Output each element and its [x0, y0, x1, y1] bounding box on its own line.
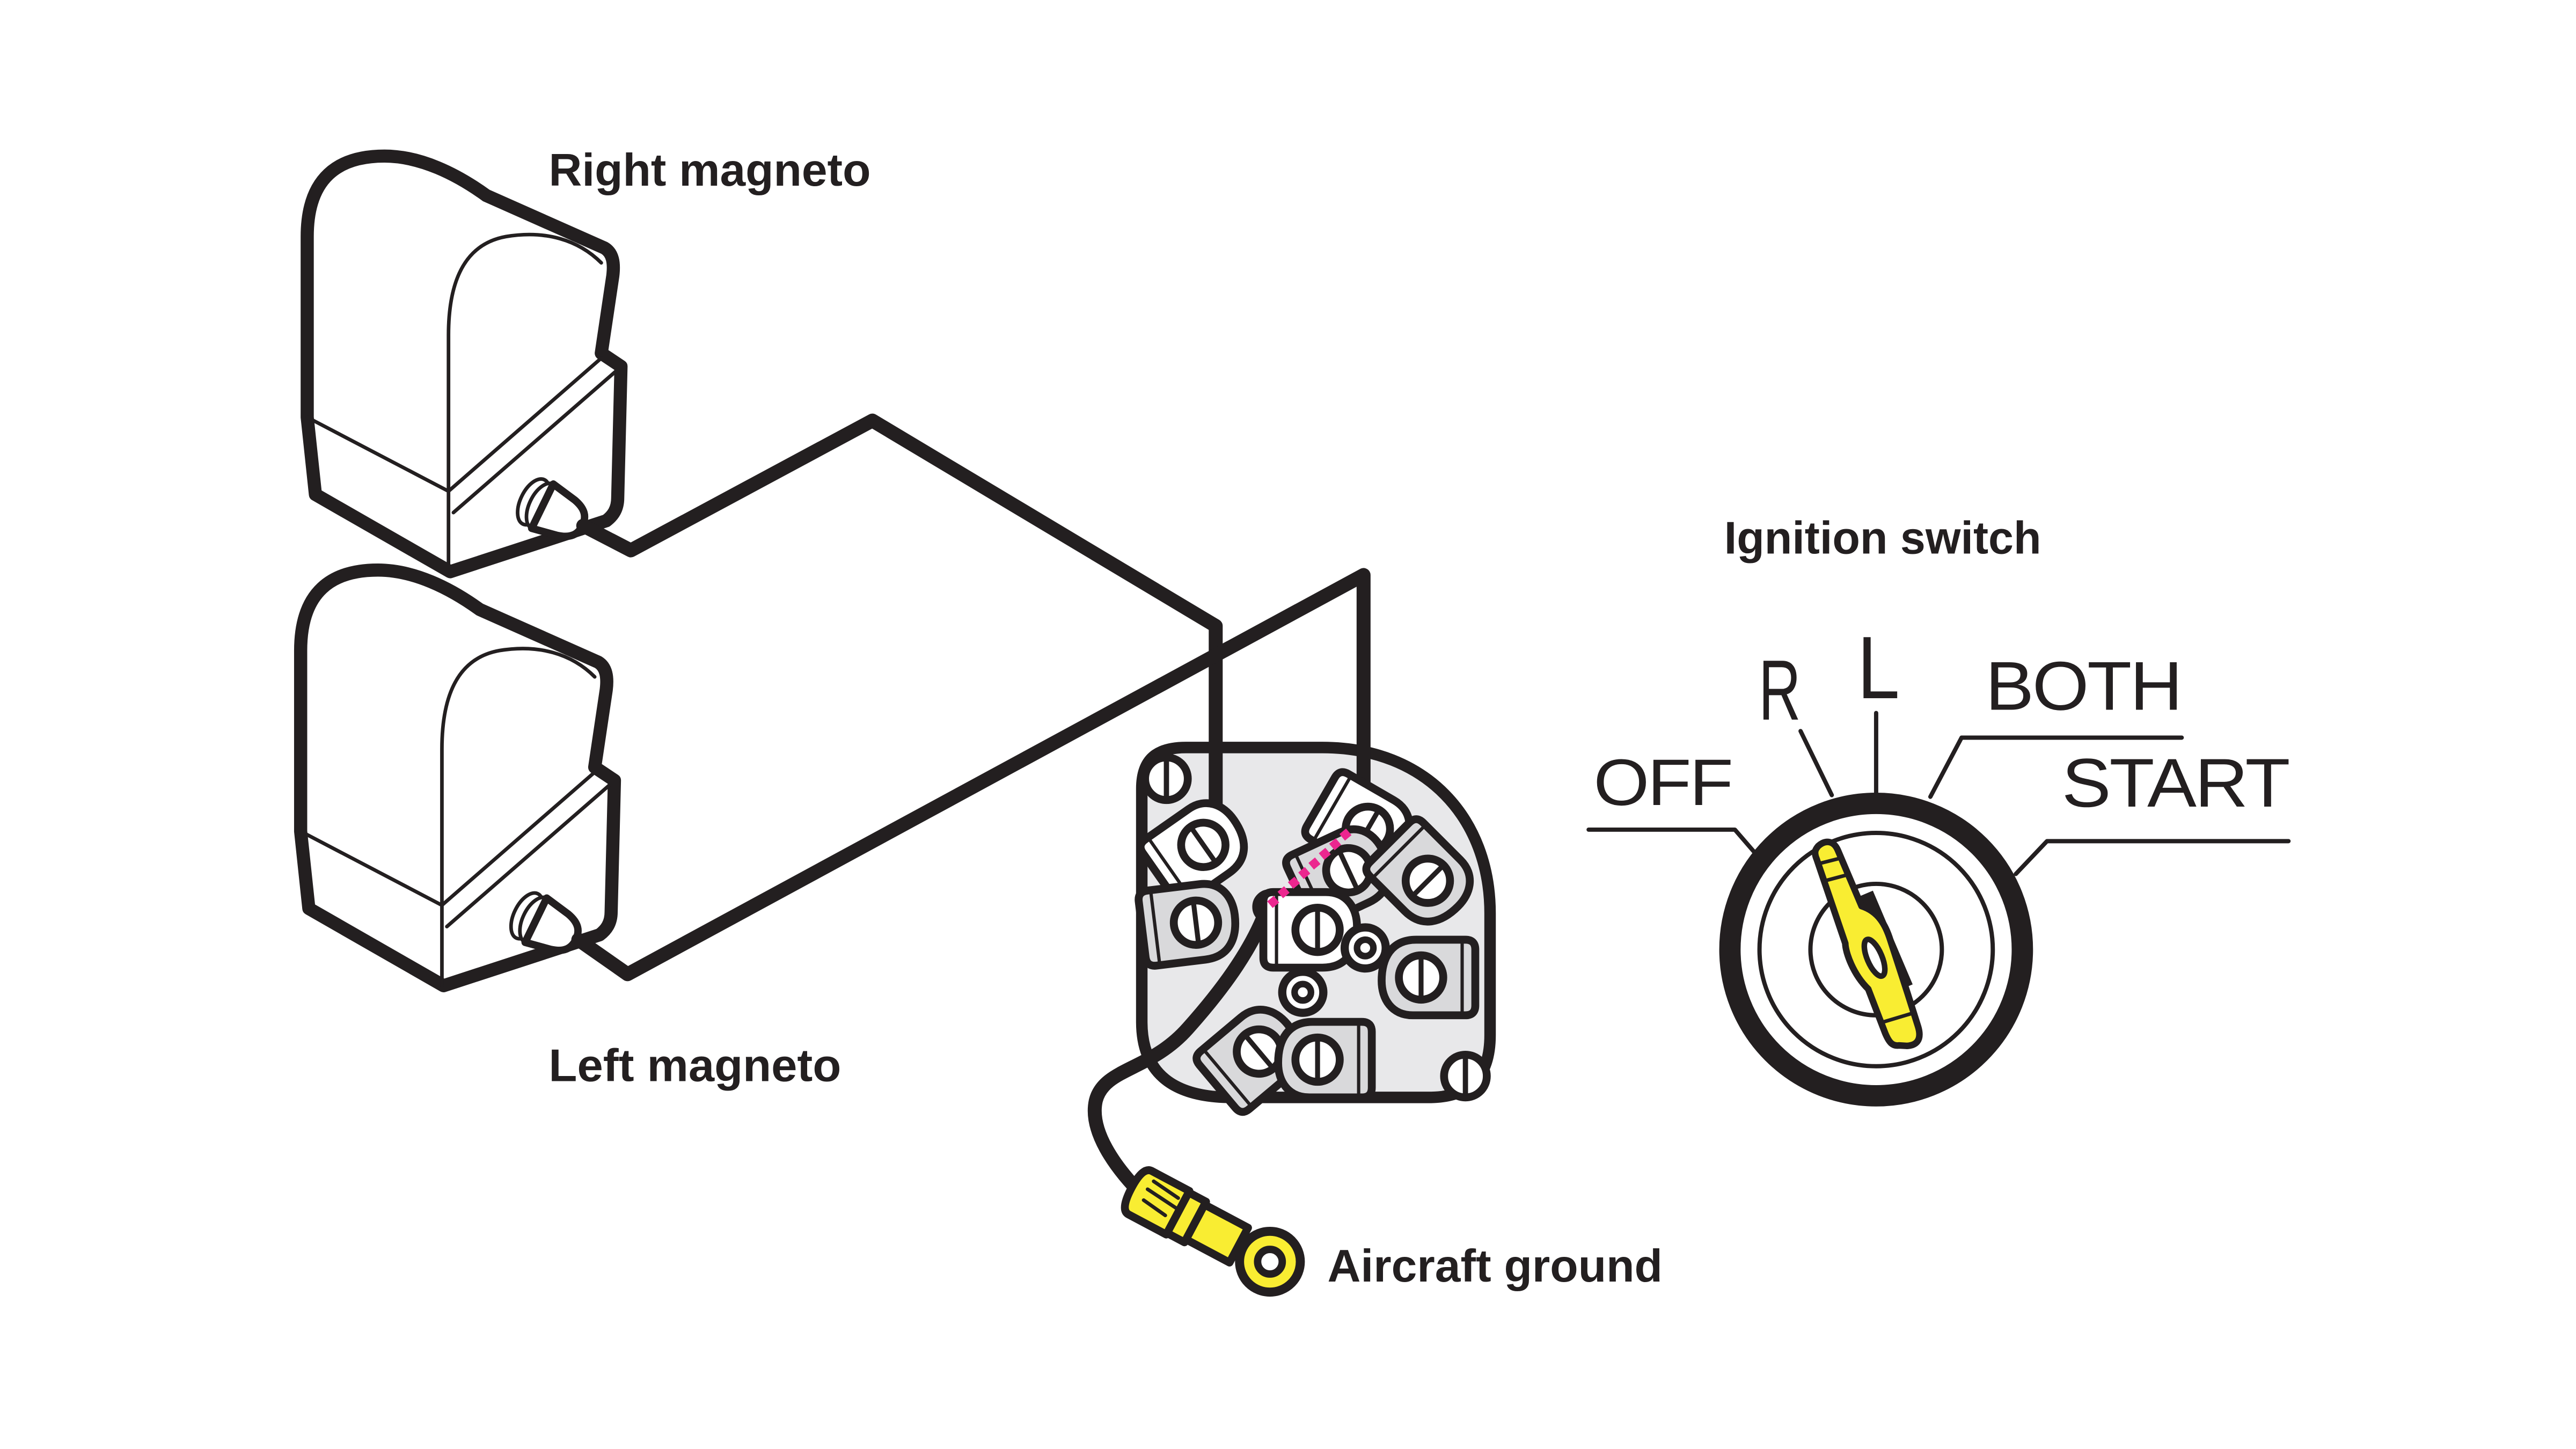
- switch-position-off: OFF: [1593, 745, 1731, 819]
- connector-terminals: [1137, 757, 1487, 1115]
- aircraft-ground-label: Aircraft ground: [1327, 1240, 1662, 1292]
- key-hole: [1861, 936, 1888, 979]
- right-magneto-illustration: [307, 156, 621, 572]
- ignition-switch-label: Ignition switch: [1724, 513, 2041, 564]
- leader-line-start: [2014, 839, 2291, 876]
- ring-terminal-hole: [1254, 1246, 1286, 1278]
- pink-dotted-link: [1267, 828, 1352, 908]
- left-magneto-illustration: [301, 570, 614, 985]
- leader-line-both: [1928, 735, 2184, 799]
- corner-screw: [1145, 757, 1188, 800]
- switch-position-l: L: [1857, 618, 1899, 718]
- grommet: [1282, 972, 1323, 1013]
- terminal-lug: [1278, 1022, 1372, 1097]
- switch-position-r: R: [1759, 642, 1800, 738]
- ignition-switch-illustration: Ignition switch OFF R L BOTH START: [1586, 513, 2291, 1107]
- ground-wire: [1087, 906, 1272, 1203]
- ignition-key: [1812, 838, 1923, 1049]
- leader-line-r: [1798, 729, 1834, 797]
- wire-right-magneto-to-connector: [576, 413, 1223, 842]
- left-magneto-label: Left magneto: [548, 1040, 841, 1091]
- terminal-lug: [1381, 940, 1475, 1015]
- right-magneto-label: Right magneto: [548, 144, 870, 196]
- terminal-lug: [1138, 880, 1240, 967]
- ring-terminal-barrel: [1121, 1166, 1252, 1267]
- switch-position-both: BOTH: [1985, 648, 2180, 724]
- grommet: [1345, 927, 1386, 969]
- leader-line-off: [1586, 827, 1759, 857]
- switch-position-start: START: [2062, 745, 2289, 822]
- aircraft-ground-terminal: [1121, 1166, 1305, 1297]
- wire-left-magneto-to-connector: [571, 568, 1371, 982]
- corner-screw: [1444, 1055, 1487, 1097]
